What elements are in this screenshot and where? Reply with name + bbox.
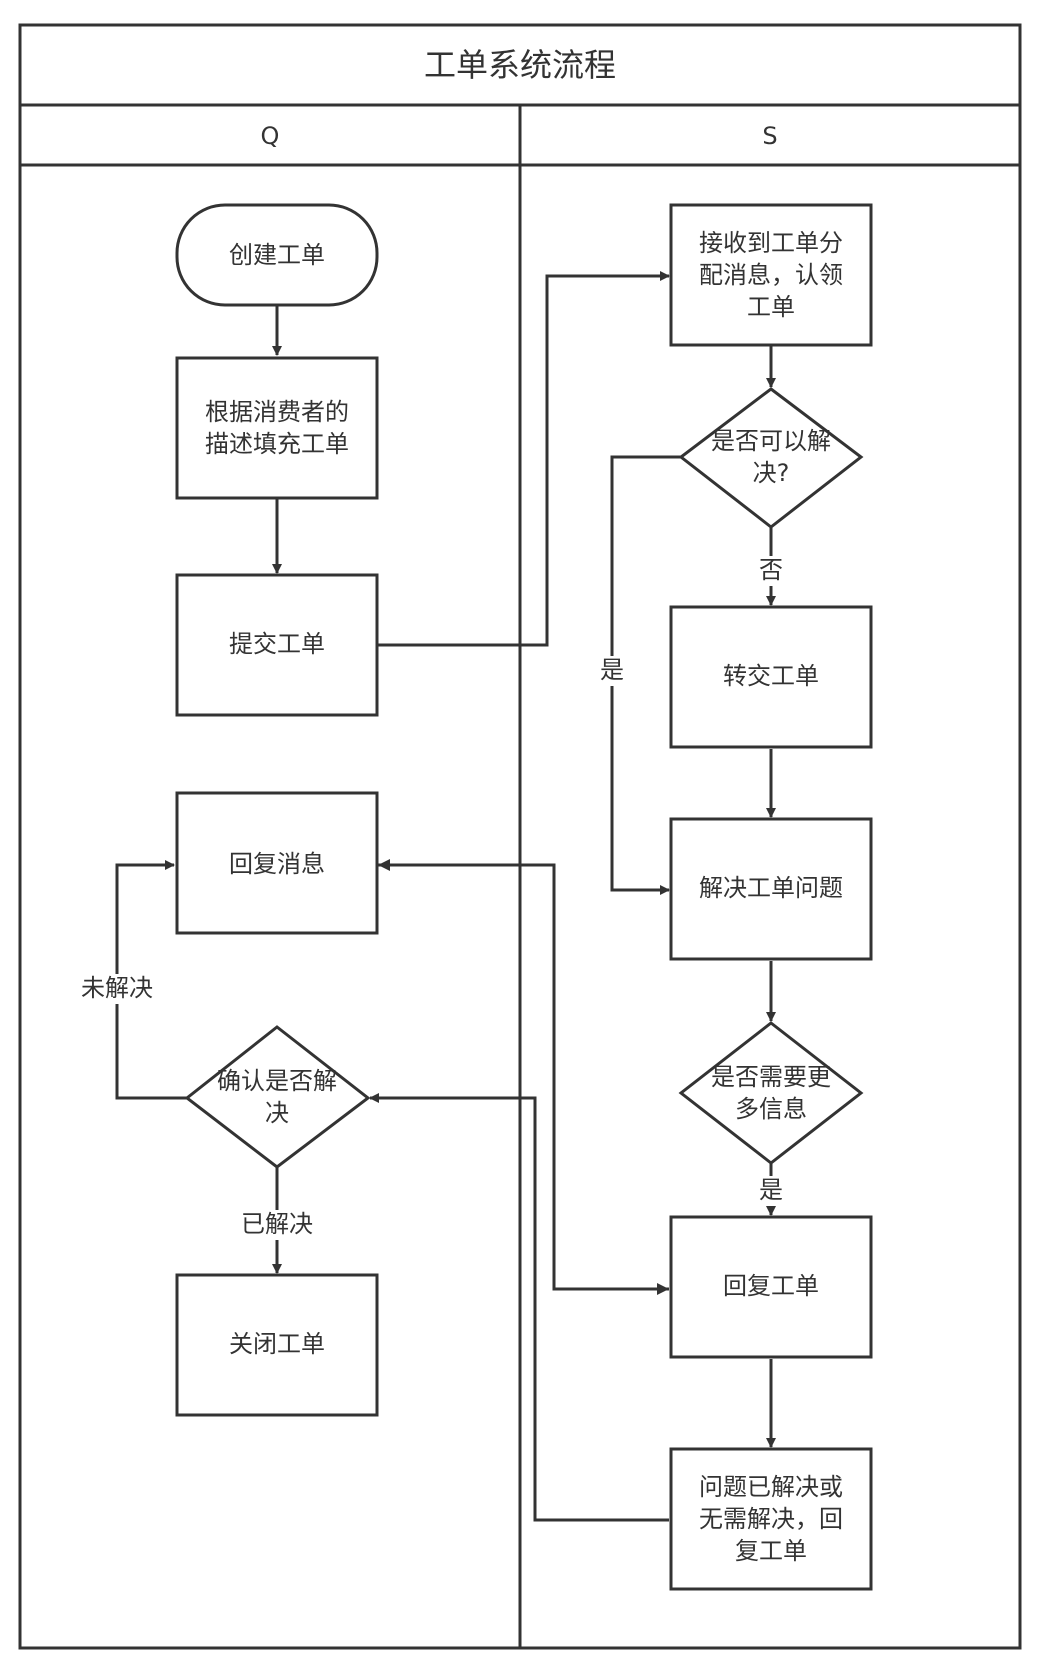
node-transfer-ticket	[669, 605, 873, 749]
label-can-solve-line2: 决?	[753, 459, 790, 487]
edge-label-yes-bg	[598, 656, 626, 686]
node-fill-ticket	[175, 356, 379, 500]
node-need-info-decision	[678, 1021, 864, 1165]
node-reply-ticket	[669, 1215, 873, 1359]
node-solve-problem	[669, 817, 873, 961]
label-resolved-line3: 复工单	[735, 1537, 807, 1565]
label-reply-message: 回复消息	[229, 850, 325, 878]
node-resolved-reply	[669, 1447, 873, 1591]
edge-label-yes: 是	[600, 656, 624, 684]
label-confirm-line2: 决	[265, 1099, 289, 1127]
edge-label-no: 否	[759, 556, 783, 584]
edge-label-yes-info-bg	[757, 1176, 785, 1206]
edge-replymsg-replyticket	[378, 863, 669, 1291]
label-receive-line2: 配消息，认领	[699, 261, 843, 289]
diagram-title: 工单系统流程	[424, 46, 616, 84]
label-submit-ticket: 提交工单	[229, 630, 325, 658]
label-resolved-line2: 无需解决，回	[699, 1505, 843, 1533]
edge-label-resolved: 已解决	[241, 1210, 313, 1238]
label-close-ticket: 关闭工单	[229, 1330, 325, 1358]
node-confirm-decision	[184, 1025, 371, 1169]
node-submit-ticket	[175, 573, 379, 717]
node-receive-ticket	[669, 203, 873, 347]
node-create-ticket	[175, 203, 379, 307]
lane-label-s: S	[762, 122, 777, 150]
node-can-solve-decision	[678, 387, 864, 529]
label-confirm-line1: 确认是否解	[217, 1067, 337, 1095]
edges	[115, 271, 776, 1522]
edge-resolved-confirm	[369, 1093, 669, 1522]
label-fill-line2: 描述填充工单	[205, 430, 349, 458]
label-resolved-line1: 问题已解决或	[699, 1473, 843, 1501]
label-create-ticket: 创建工单	[229, 241, 325, 269]
edge-label-unresolved: 未解决	[81, 974, 153, 1002]
label-solve-problem: 解决工单问题	[699, 874, 843, 902]
label-fill-line1: 根据消费者的	[205, 398, 349, 426]
label-reply-ticket: 回复工单	[723, 1272, 819, 1300]
edge-label-yes-info: 是	[759, 1176, 783, 1204]
node-close-ticket	[175, 1273, 379, 1417]
arrowhead-into-reply-msg	[378, 859, 390, 871]
edge-label-unresolved-bg	[78, 974, 156, 1004]
label-receive-line1: 接收到工单分	[699, 229, 843, 257]
arrowhead-into-reply-ticket	[657, 1283, 669, 1295]
swimlane-frame	[18, 23, 1022, 1650]
label-transfer-ticket: 转交工单	[723, 662, 819, 690]
lane-label-q: Q	[261, 122, 280, 150]
edge-label-resolved-bg	[238, 1210, 316, 1240]
edge-label-no-bg	[757, 556, 785, 586]
label-can-solve-line1: 是否可以解	[711, 427, 831, 455]
label-need-info-line1: 是否需要更	[711, 1063, 831, 1091]
node-reply-message	[175, 791, 379, 935]
edge-submit-receive	[378, 271, 670, 647]
label-receive-line3: 工单	[747, 293, 795, 321]
label-need-info-line2: 多信息	[735, 1095, 807, 1123]
